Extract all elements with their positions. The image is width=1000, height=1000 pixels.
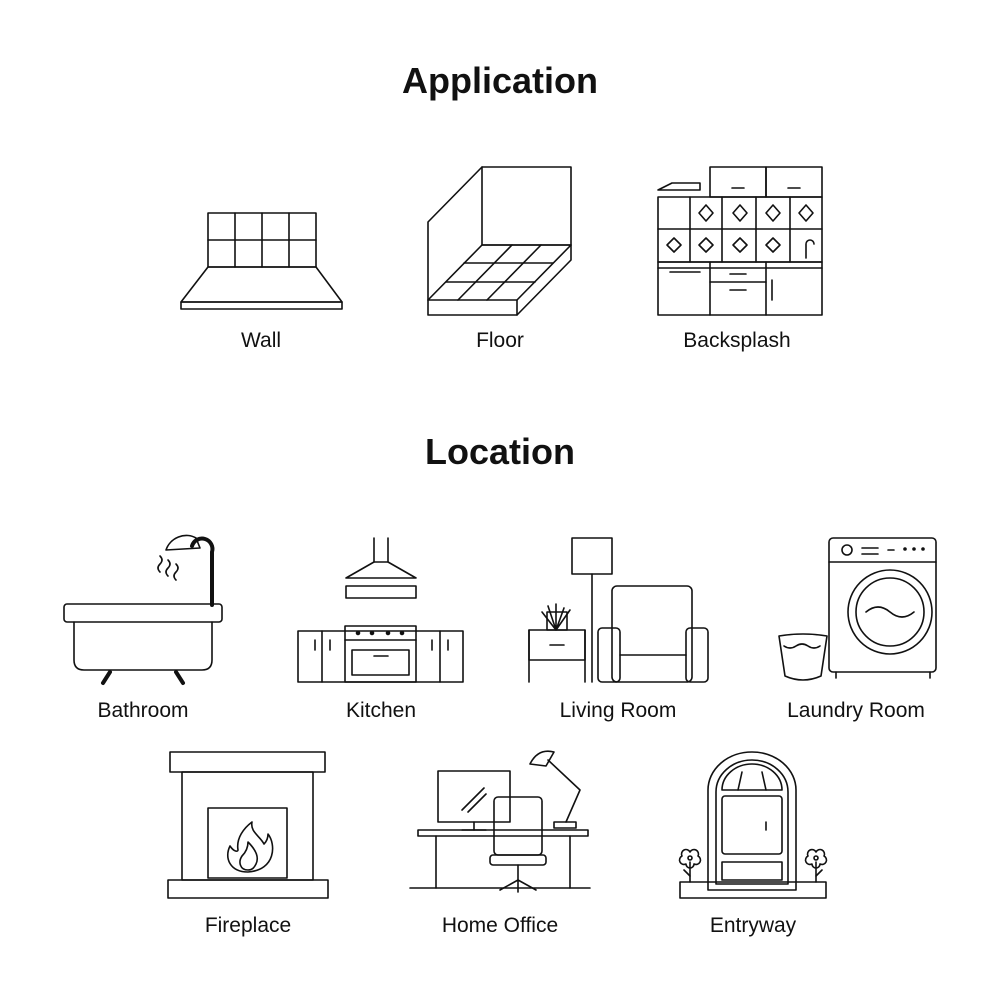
laundry-room-icon [778,537,937,681]
floor-icon [427,166,572,316]
bathroom-label: Bathroom [97,699,189,722]
kitchen-label: Kitchen [345,699,417,722]
home-office-icon [409,750,591,893]
location-heading: Location [425,431,575,472]
backsplash-label: Backsplash [683,329,791,352]
application-heading: Application [402,60,598,101]
living-room-label: Living Room [559,699,677,722]
entryway-icon [678,751,828,899]
wall-label: Wall [240,329,282,352]
kitchen-icon [297,537,464,683]
fireplace-icon [167,751,329,899]
floor-label: Floor [476,329,524,352]
backsplash-icon [657,166,823,316]
fireplace-label: Fireplace [204,914,292,937]
entryway-label: Entryway [709,914,797,937]
bathroom-icon [63,534,223,685]
laundry-room-label: Laundry Room [787,699,925,722]
wall-icon [180,212,343,310]
home-office-label: Home Office [441,914,559,937]
living-room-icon [528,537,709,683]
